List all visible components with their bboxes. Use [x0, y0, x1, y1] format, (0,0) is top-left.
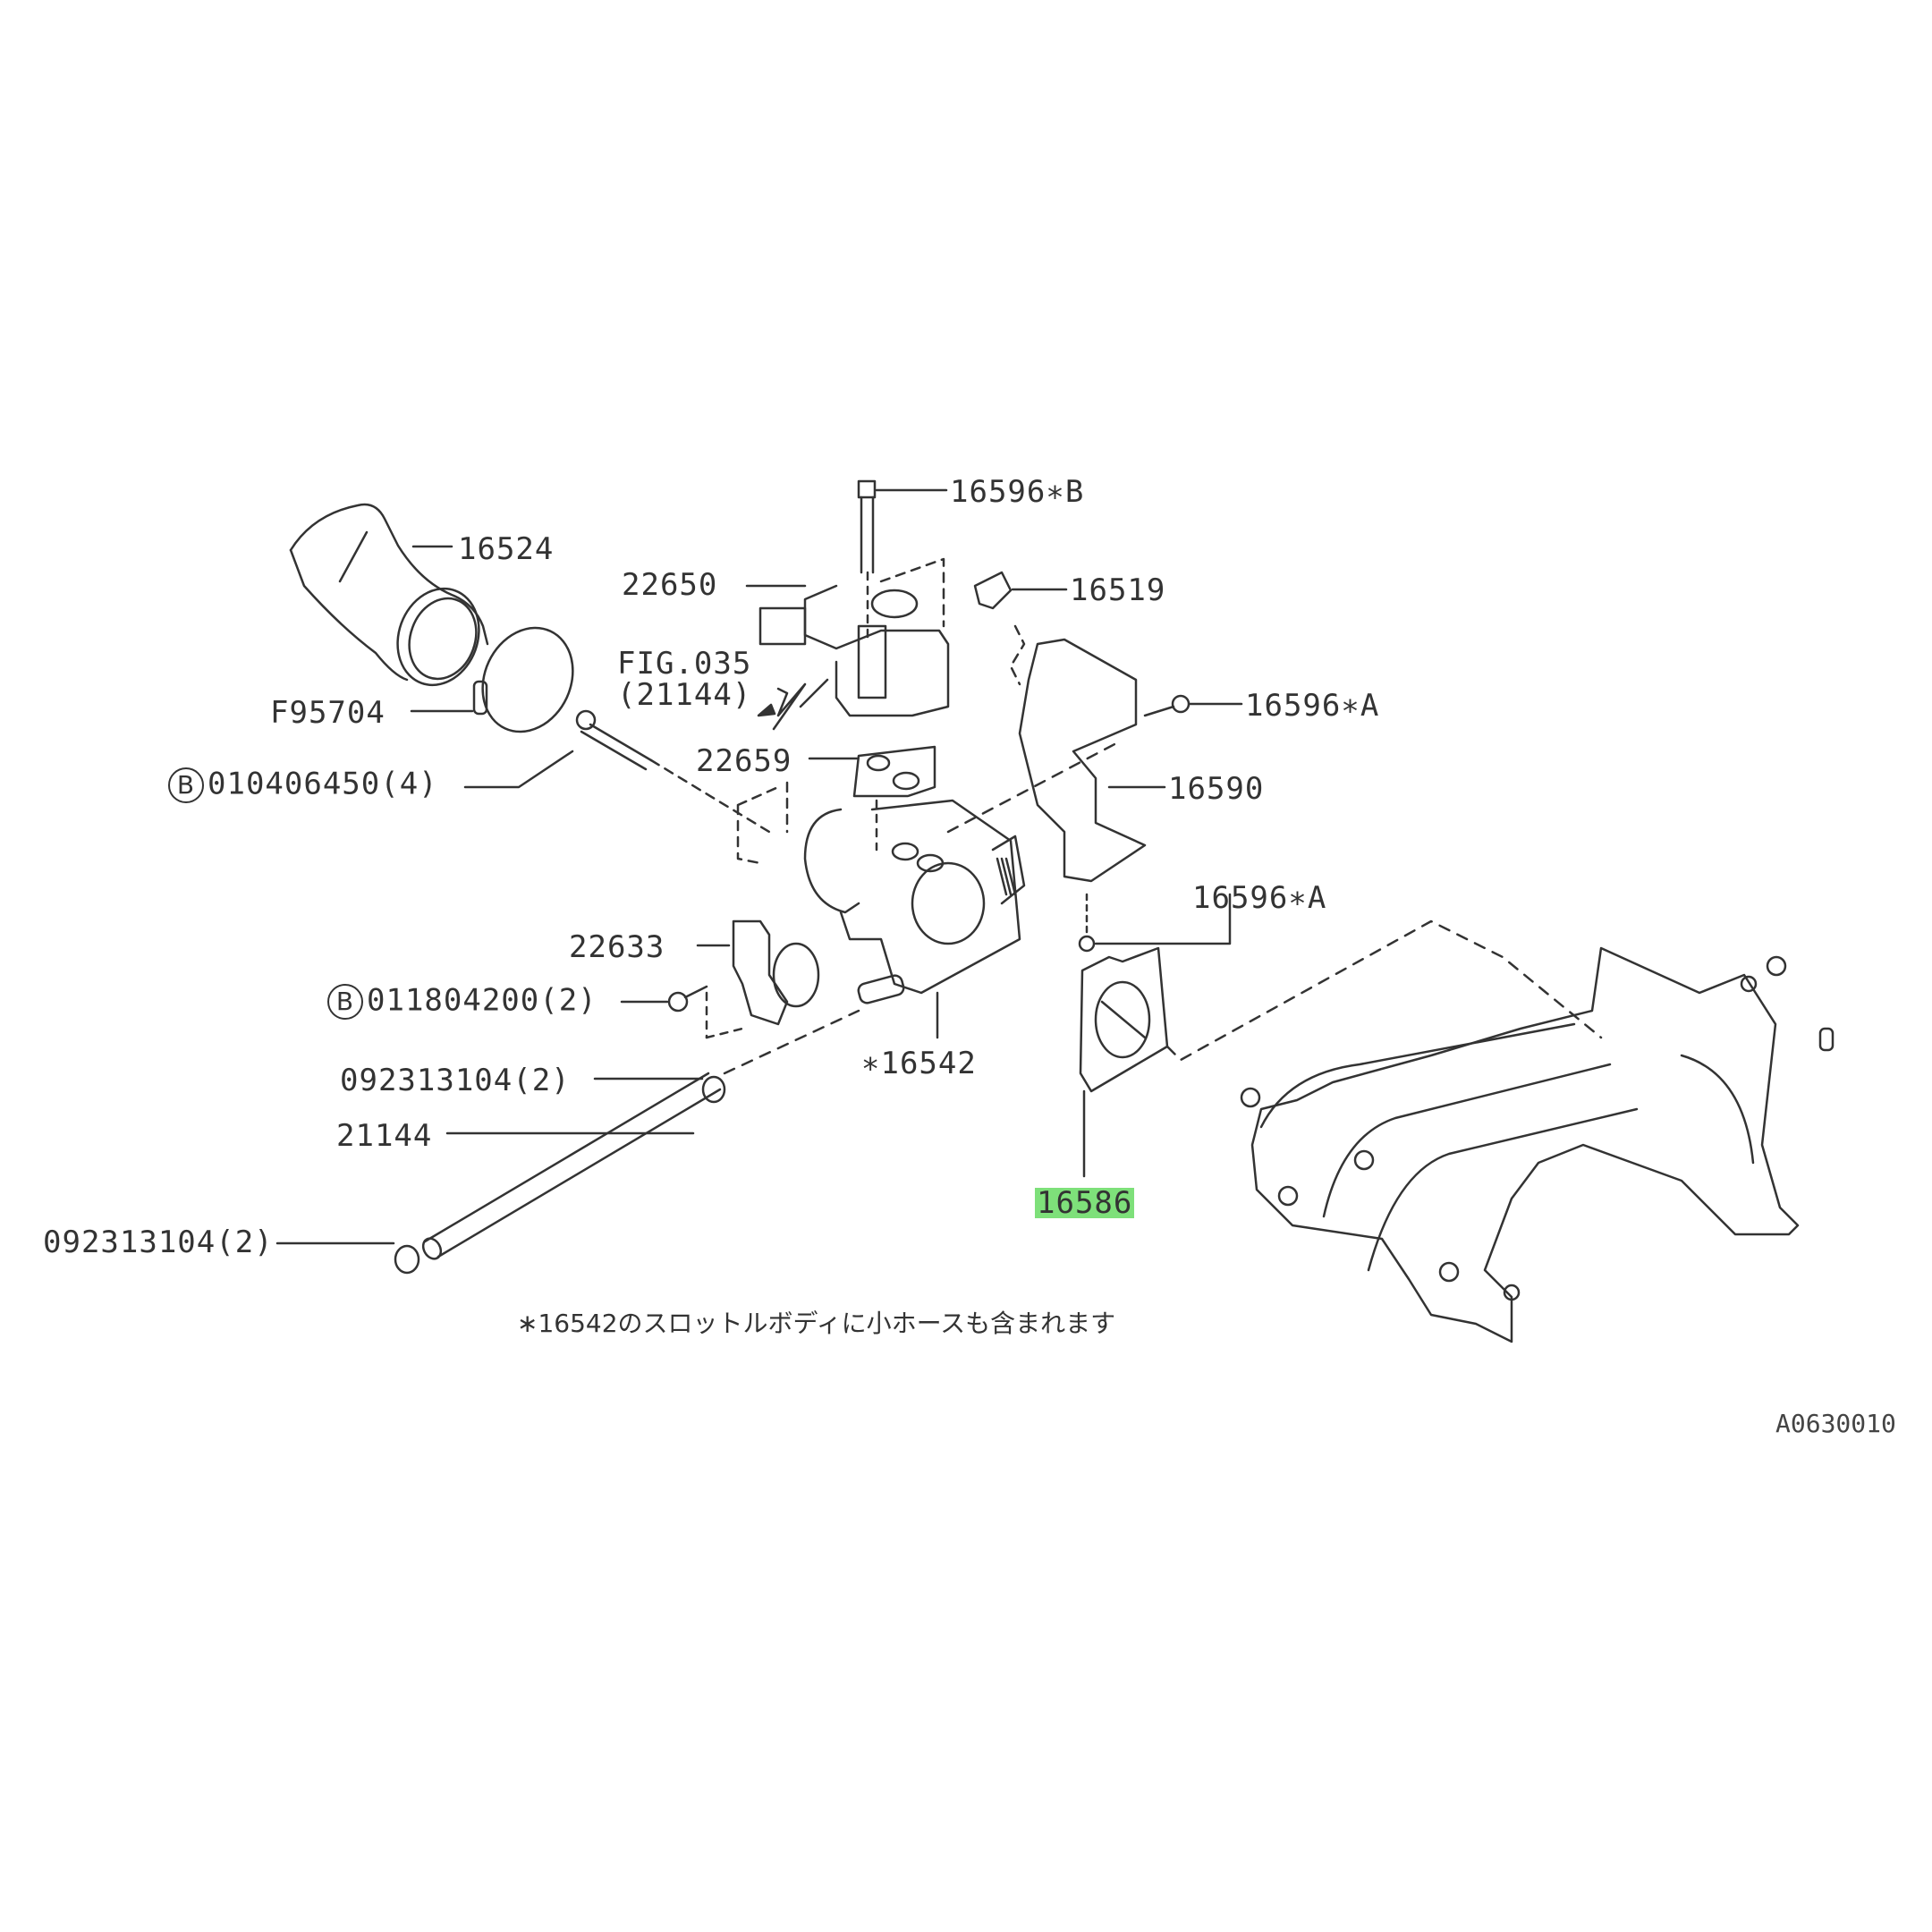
part-label-16586-highlighted[interactable]: 16586: [1035, 1185, 1135, 1221]
screw-icon: [1078, 694, 1243, 953]
part-label-16519[interactable]: 16519: [1070, 572, 1166, 608]
part-label-092313104-lower[interactable]: 092313104(2): [43, 1224, 274, 1260]
part-label-f95704[interactable]: F95704: [270, 695, 386, 731]
part-label-16542[interactable]: ∗16542: [861, 1046, 977, 1081]
idle-control-valve-icon: [745, 557, 950, 717]
part-label-092313104-upper[interactable]: 092313104(2): [340, 1063, 571, 1098]
part-label-16524[interactable]: 16524: [458, 531, 555, 567]
part-label-21144[interactable]: 21144: [336, 1118, 433, 1154]
drawing-code: A0630010: [1775, 1409, 1896, 1438]
standard-part-badge-icon: B: [168, 767, 204, 803]
bolt-icon: [463, 709, 771, 834]
part-label-22650[interactable]: 22650: [622, 567, 718, 603]
bolt-b-icon: [857, 479, 948, 646]
hose-icon: [421, 1009, 860, 1260]
throttle-sensor-icon: [696, 919, 820, 1039]
intake-duct-icon: [289, 503, 489, 687]
gasket-icon: [808, 745, 936, 852]
throttle-gasket-icon: [1079, 919, 1603, 1178]
part-label-16596-a-upper[interactable]: 16596∗A: [1245, 688, 1380, 724]
part-number-text: 010406450(4): [208, 766, 438, 802]
part-label-16590[interactable]: 16590: [1168, 771, 1265, 807]
reference-arrow-icon: [772, 682, 807, 731]
small-bolt-icon: [620, 985, 708, 1013]
standard-part-badge-icon: B: [327, 984, 363, 1020]
figure-reference-label[interactable]: FIG.035: [617, 646, 752, 682]
intake-manifold-icon: [1240, 946, 1835, 1343]
clip-nut-icon: [973, 571, 1068, 686]
part-label-22633[interactable]: 22633: [569, 929, 665, 965]
footnote: ∗16542のスロットルボディに小ホースも含まれます: [517, 1309, 1116, 1338]
part-number-text: 011804200(2): [367, 982, 597, 1019]
bracket-icon: [946, 638, 1166, 883]
throttle-body-icon: [803, 799, 1026, 1039]
hose-clamp-icon: [410, 626, 574, 733]
part-label-16596-a-lower[interactable]: 16596∗A: [1192, 880, 1327, 916]
part-label-16596-b[interactable]: 16596∗B: [950, 474, 1085, 510]
hose-clamp-small-icon: [275, 1075, 726, 1275]
figure-reference-part: (21144): [617, 677, 752, 713]
part-label-22659[interactable]: 22659: [696, 743, 792, 779]
